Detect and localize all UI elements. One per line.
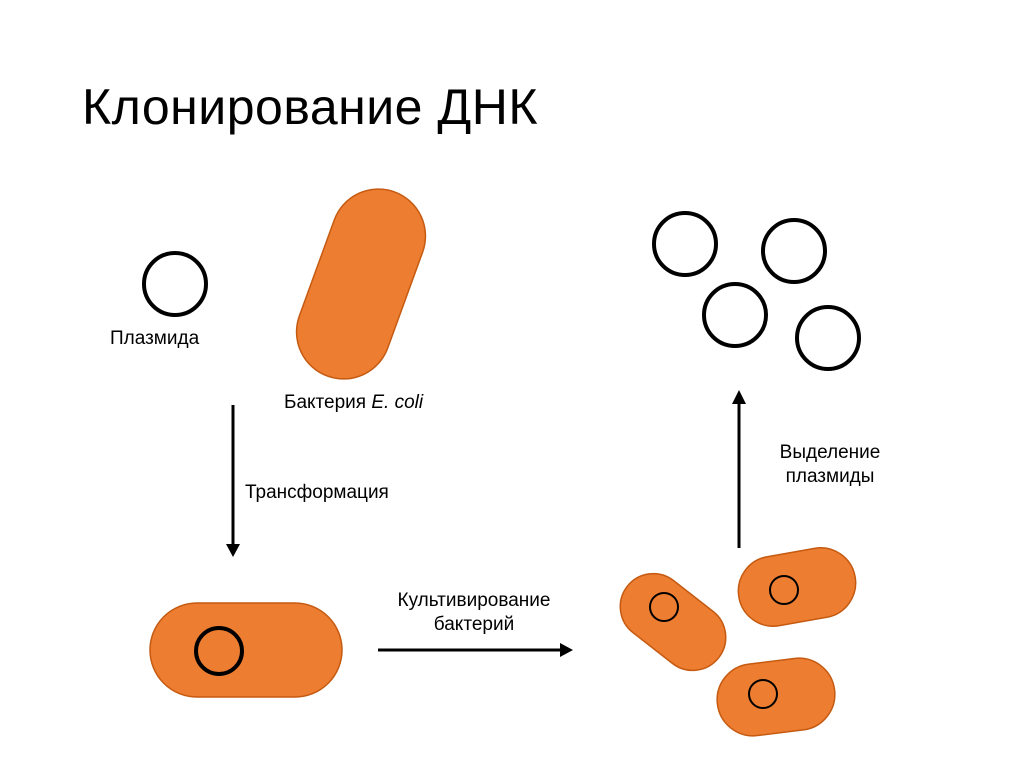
- cultivation-arrowhead: [560, 643, 573, 657]
- isolation-label: Выделение плазмиды: [764, 441, 896, 489]
- bacterium-label-prefix: Бактерия: [284, 392, 372, 413]
- transformation-arrowhead: [226, 544, 240, 557]
- plasmid-ring: [142, 251, 208, 317]
- cultured-plasmid: [769, 575, 799, 605]
- transformation-label: Трансформация: [245, 482, 389, 503]
- cultured-bacterium: [619, 572, 727, 672]
- isolated-plasmid: [702, 282, 768, 348]
- isolated-plasmid: [795, 305, 861, 371]
- isolation-label-line1: Выделение: [779, 442, 881, 463]
- isolation-arrowhead: [732, 390, 746, 404]
- ecoli-bacterium: [295, 188, 427, 380]
- isolated-plasmid: [652, 211, 718, 277]
- isolated-plasmid: [761, 218, 827, 284]
- bacterium-label: Бактерия E. coli: [284, 391, 423, 415]
- cultivation-label-line1: Культивирование: [397, 590, 551, 611]
- plasmid-label: Плазмида: [110, 328, 200, 349]
- bacterium-species: E. coli: [371, 392, 424, 413]
- cultured-plasmid: [649, 592, 679, 622]
- isolation-label-line2: плазмиды: [785, 466, 875, 487]
- cultivation-label: Культивирование бактерий: [376, 589, 572, 637]
- cultivation-label-line2: бактерий: [433, 614, 515, 635]
- cultured-plasmid: [748, 679, 778, 709]
- transformed-bacterium: [149, 602, 343, 698]
- slide-title: Клонирование ДНК: [82, 79, 538, 135]
